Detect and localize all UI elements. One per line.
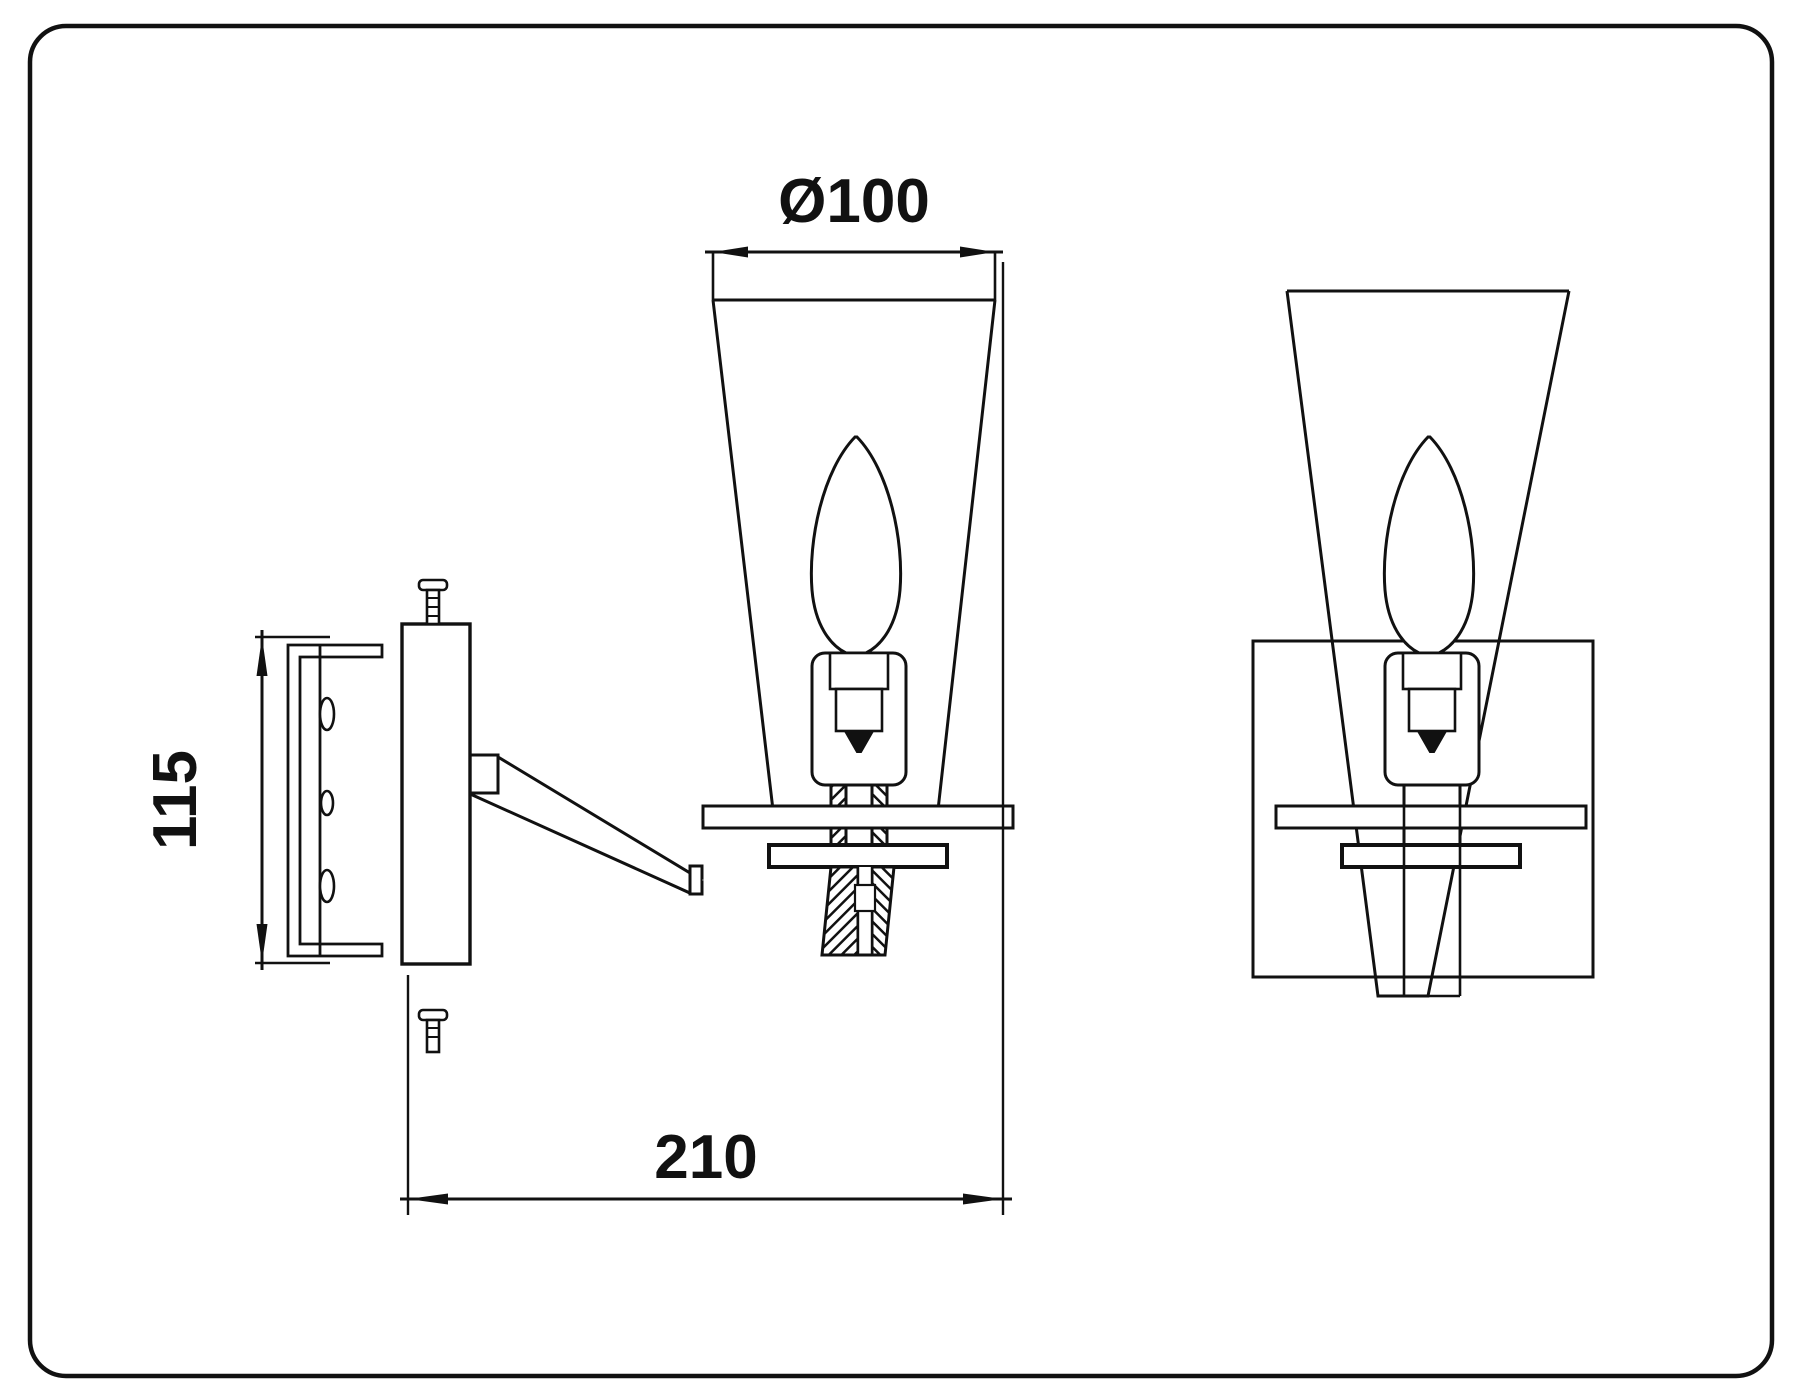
diameter-dimension-group (705, 246, 1003, 300)
bracket-slot-hole-middle (319, 789, 335, 817)
arm-end-cap (688, 864, 704, 896)
bracket-slot-hole-top (318, 696, 336, 732)
arrowhead-210-right (963, 1193, 1003, 1205)
mounting-screw-bottom (417, 1008, 449, 1054)
wall-mount-bracket (286, 643, 384, 958)
dimension-label-diameter: Ø100 (778, 167, 930, 236)
arrowhead-115-bottom (256, 924, 268, 963)
mounting-screw-top (417, 578, 449, 626)
drawing-frame-border (27, 23, 1775, 1379)
arrowhead-right (960, 246, 995, 258)
projection-dimension-group (400, 262, 1012, 1215)
socket-collar (828, 651, 890, 691)
arrowhead-left (713, 246, 748, 258)
dimension-label-projection: 210 (654, 1123, 757, 1192)
shade-support-ring-lower (767, 843, 949, 869)
socket-base (834, 687, 884, 733)
stem-gap-upper (846, 808, 872, 826)
height-dimension-group (255, 630, 330, 970)
socket-contact-tip (843, 730, 875, 753)
side-view-group: Ø100 (141, 167, 1015, 1215)
screw-head-top (417, 578, 449, 592)
stem-gap-lower-front (1406, 847, 1458, 865)
support-arm-riser (466, 753, 500, 795)
arrowhead-115-top (256, 637, 268, 676)
dimension-label-height: 115 (141, 750, 210, 850)
arrowhead-210-left (408, 1193, 448, 1205)
stem-gap-upper-front (1406, 808, 1458, 826)
backplate-side (400, 622, 472, 966)
front-view-group (1251, 289, 1595, 998)
screw-head-bottom (417, 1008, 449, 1022)
socket-collar-front (1401, 651, 1463, 691)
socket-base-front (1407, 687, 1457, 733)
stem-slot-detail (853, 883, 877, 913)
socket-contact-tip-front (1416, 730, 1448, 753)
bracket-slot-hole-bottom (318, 868, 336, 904)
